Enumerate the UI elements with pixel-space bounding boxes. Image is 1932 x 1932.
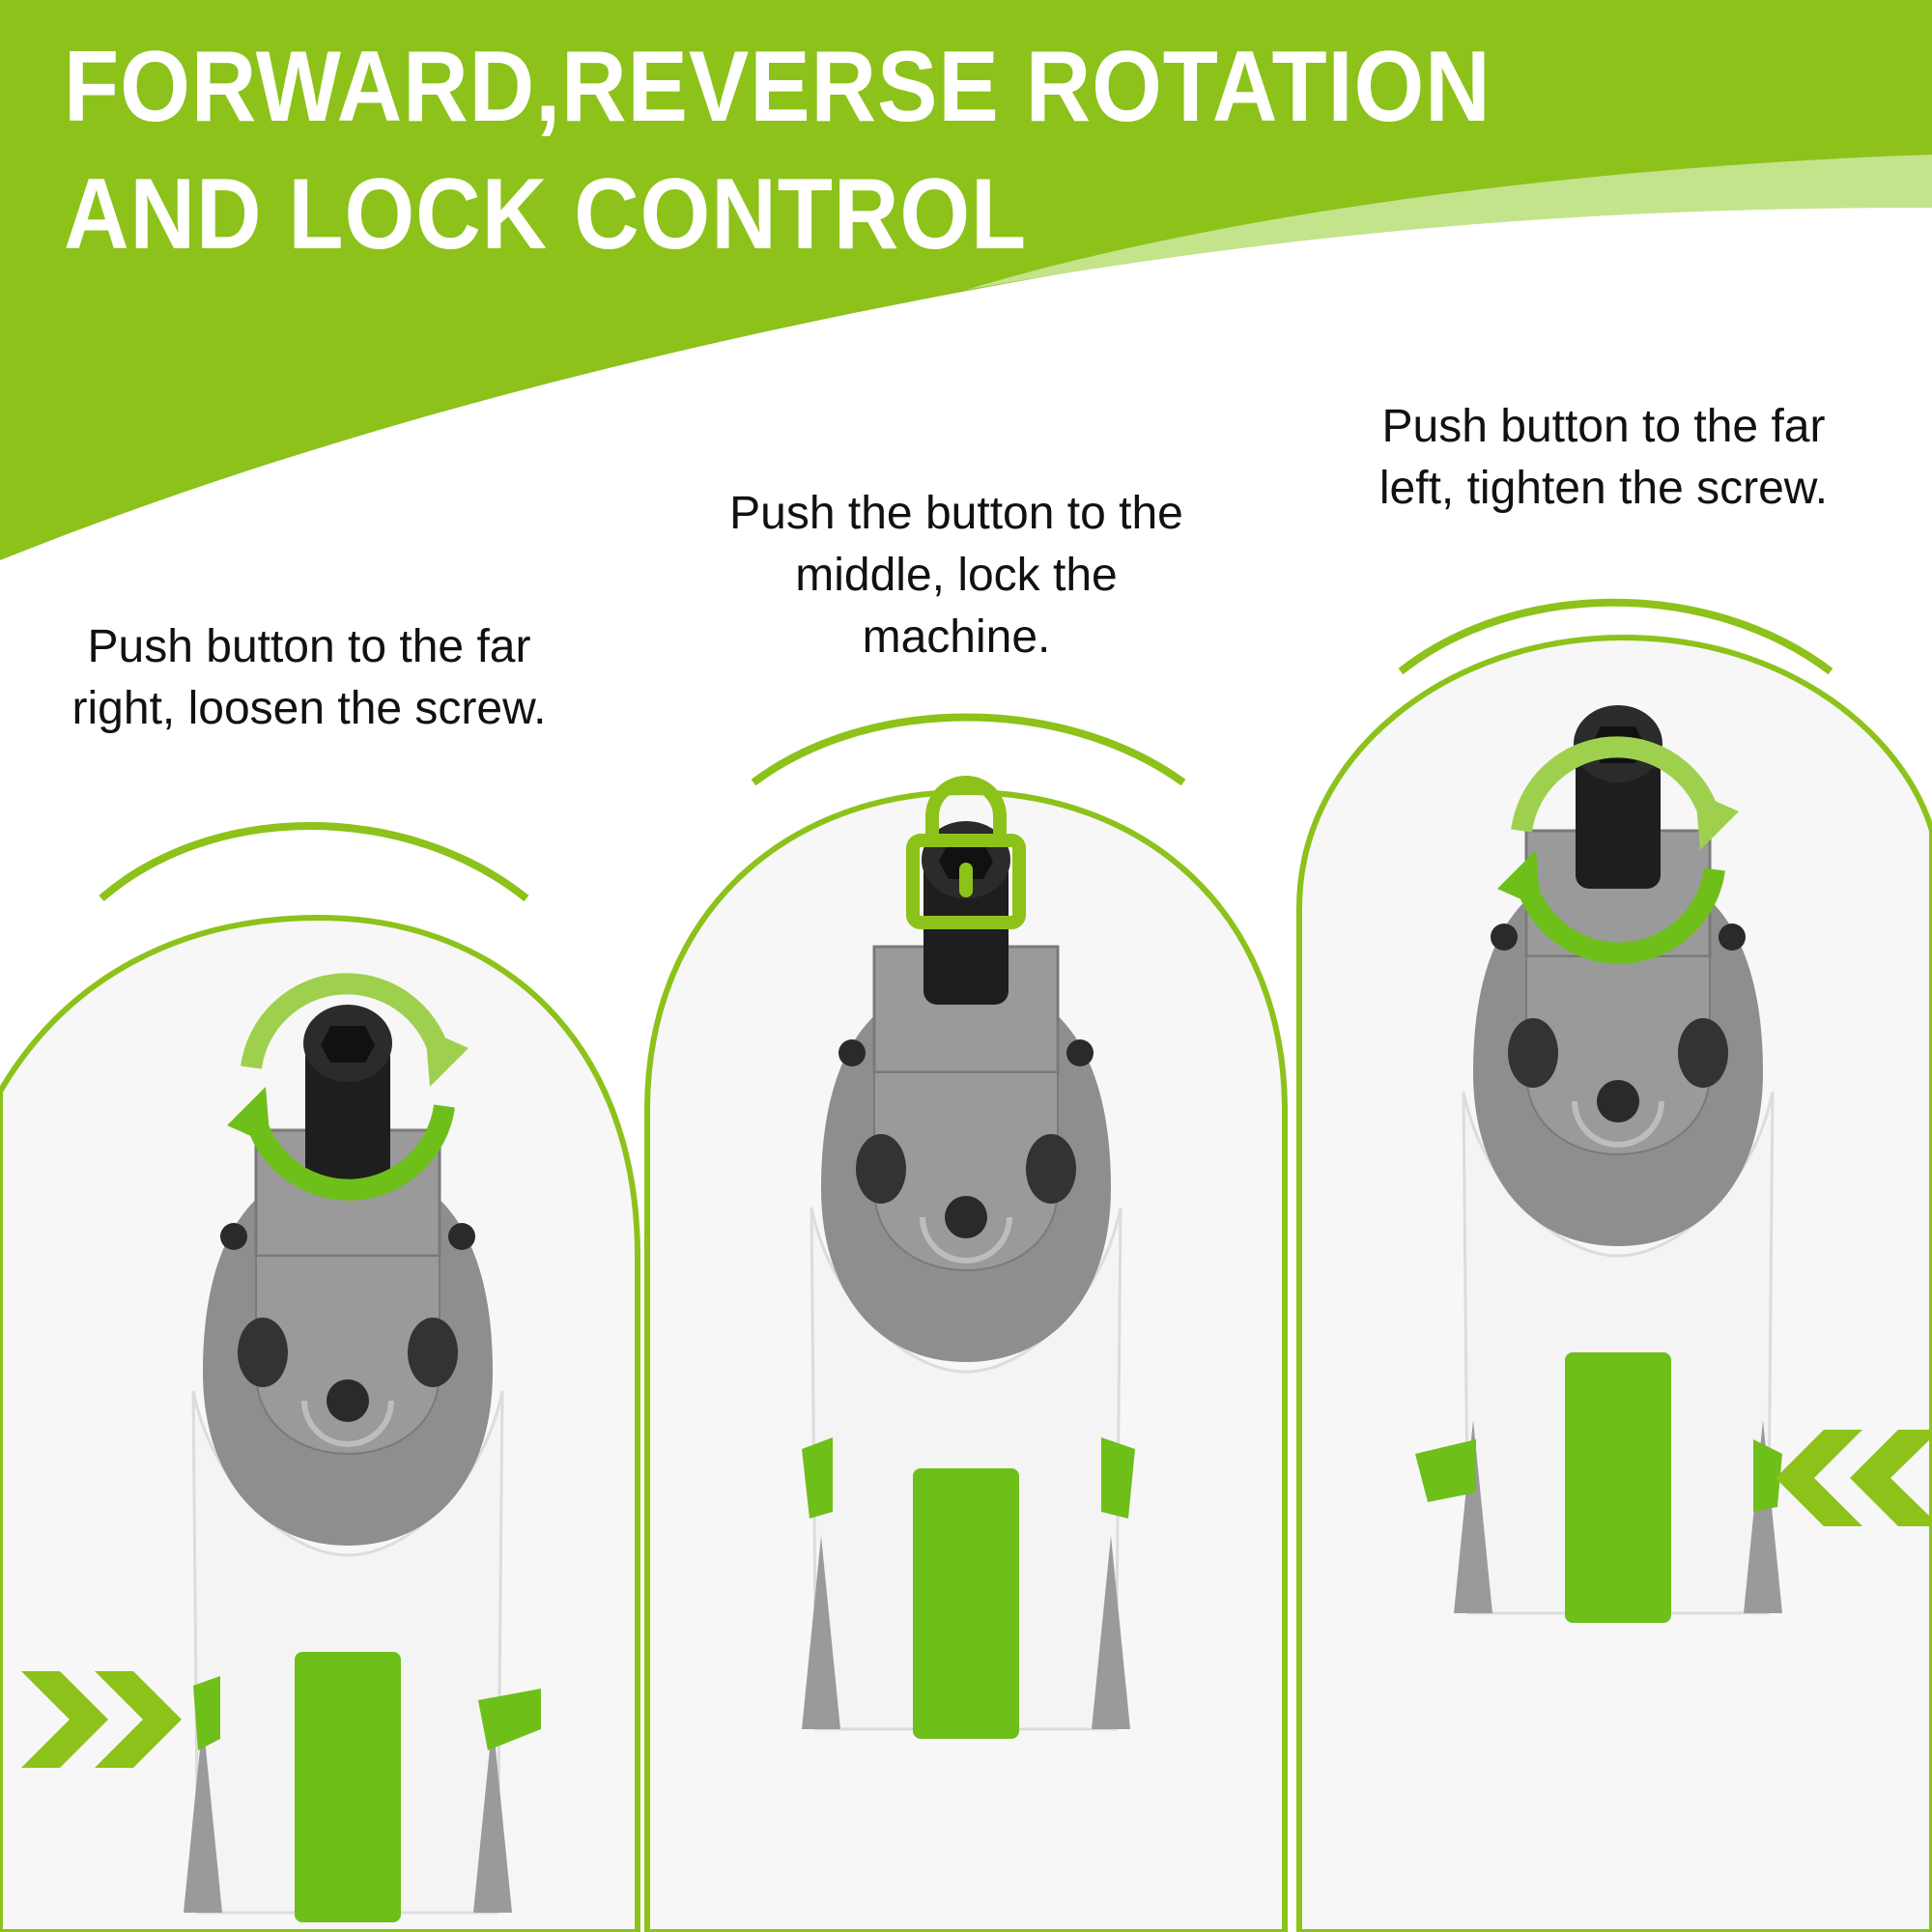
chevron-right-icon — [21, 1671, 182, 1768]
arc-decoration — [1398, 598, 1833, 675]
switch-nub — [1753, 1439, 1782, 1512]
caption-far-left: Push button to the far left, tighten the… — [1378, 401, 1829, 514]
caption-middle: Push the button to the middle, lock the … — [729, 488, 1183, 663]
arc-decoration — [751, 713, 1186, 786]
header-band — [0, 0, 1932, 560]
caption-far-right: Push button to the far right, loosen the… — [71, 621, 547, 734]
switch-nub — [478, 1689, 541, 1750]
switch-nub — [1415, 1439, 1476, 1502]
lock-icon — [906, 776, 1026, 929]
switch-nub — [193, 1676, 220, 1750]
page-title-line-2: AND LOCK CONTROL — [64, 158, 1028, 270]
header-band-light — [966, 155, 1932, 290]
switch-nub — [1101, 1437, 1135, 1519]
switch-nub — [802, 1437, 833, 1519]
chevron-left-icon — [1776, 1430, 1932, 1526]
arc-decoration — [99, 822, 529, 902]
page-title-line-1: FORWARD,REVERSE ROTATION — [64, 31, 1492, 143]
